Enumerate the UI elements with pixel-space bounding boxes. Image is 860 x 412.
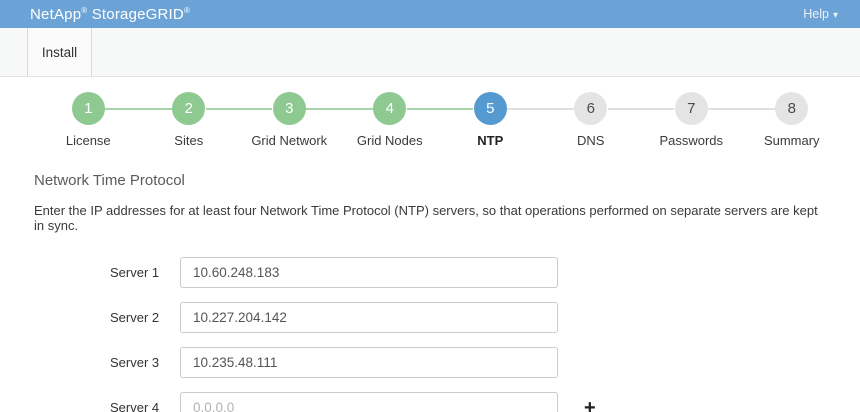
server-3-label: Server 3	[110, 355, 160, 370]
step-number-badge: 6	[574, 92, 608, 125]
step-number-badge: 1	[71, 92, 105, 125]
step-label: DNS	[577, 133, 605, 148]
plus-icon: +	[584, 396, 596, 412]
step-label: Summary	[763, 133, 820, 148]
step-label: Grid Nodes	[356, 133, 423, 148]
server-3-input[interactable]	[180, 347, 558, 378]
brand-title: NetApp® StorageGRID®	[30, 6, 190, 23]
app-header: NetApp® StorageGRID® Help ▾	[0, 0, 860, 28]
nav-bar: Install	[0, 28, 860, 77]
step-number-badge: 4	[373, 92, 407, 125]
step-number-badge: 7	[674, 92, 708, 125]
wizard-step-grid-network[interactable]: 3 Grid Network	[205, 92, 340, 148]
wizard-step-grid-nodes[interactable]: 4 Grid Nodes	[306, 92, 441, 148]
page-title: Network Time Protocol	[34, 172, 185, 189]
step-label: Grid Network	[251, 133, 328, 148]
step-number-badge: 5	[473, 92, 507, 125]
help-menu[interactable]: Help ▾	[803, 7, 838, 21]
nav-bar-edge	[0, 28, 28, 76]
wizard-step-license[interactable]: 1 License	[38, 92, 139, 148]
server-4-input[interactable]	[180, 392, 558, 412]
wizard-step-passwords[interactable]: 7 Passwords	[607, 92, 742, 148]
step-label: Passwords	[659, 133, 724, 148]
ntp-server-form: Server 1 Server 2 Server 3 Server 4 +	[34, 257, 826, 412]
add-server-button[interactable]: +	[584, 398, 596, 412]
brand-part1: NetApp	[30, 5, 82, 23]
server-row-2: Server 2	[110, 302, 826, 333]
step-number-badge: 8	[775, 92, 809, 125]
registered-mark-icon: ®	[183, 5, 191, 15]
install-wizard-steps: 1 License 2 Sites 3 Grid Network 4 Grid …	[38, 92, 842, 148]
server-1-input[interactable]	[180, 257, 558, 288]
server-2-input[interactable]	[180, 302, 558, 333]
server-row-3: Server 3	[110, 347, 826, 378]
page-description: Enter the IP addresses for at least four…	[34, 203, 818, 233]
wizard-step-ntp[interactable]: 5 NTP	[406, 92, 541, 148]
wizard-step-dns[interactable]: 6 DNS	[507, 92, 642, 148]
step-label: Sites	[174, 133, 204, 148]
server-4-label: Server 4	[110, 400, 160, 412]
wizard-step-summary[interactable]: 8 Summary	[708, 92, 843, 148]
wizard-step-sites[interactable]: 2 Sites	[105, 92, 240, 148]
chevron-down-icon: ▾	[832, 9, 838, 21]
tab-install[interactable]: Install	[28, 28, 92, 76]
step-label: License	[65, 133, 111, 148]
server-row-4: Server 4 +	[110, 392, 826, 412]
server-row-1: Server 1	[110, 257, 826, 288]
help-label: Help	[803, 7, 829, 21]
registered-mark-icon: ®	[81, 5, 88, 15]
server-1-label: Server 1	[110, 265, 160, 280]
step-label: NTP	[477, 133, 504, 148]
brand-part2: StorageGRID	[91, 5, 184, 23]
server-2-label: Server 2	[110, 310, 160, 325]
step-number-badge: 2	[172, 92, 206, 125]
step-number-badge: 3	[272, 92, 306, 125]
main-content: Network Time Protocol Enter the IP addre…	[0, 172, 860, 412]
